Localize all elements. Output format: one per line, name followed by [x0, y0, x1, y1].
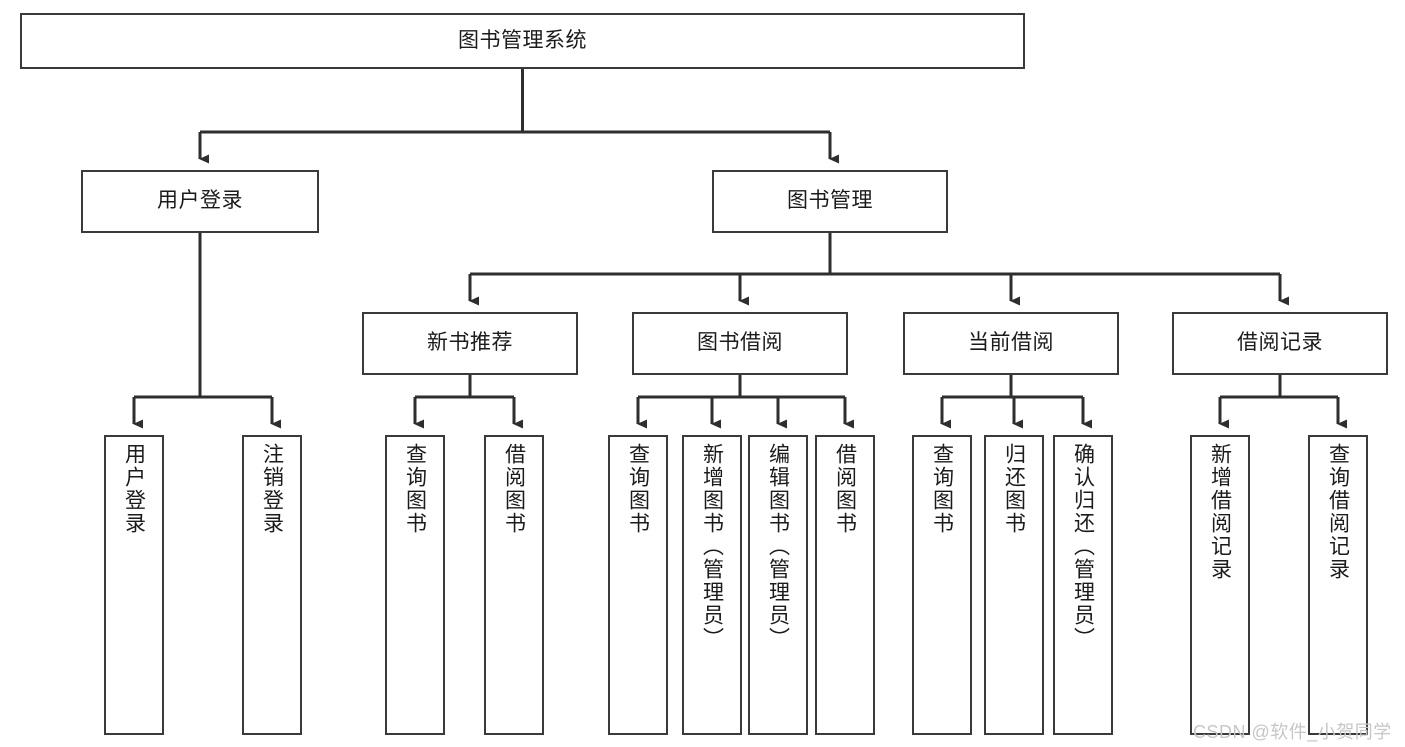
node-leaf-add-book[interactable]: 新增图书（管理员） [682, 435, 742, 735]
node-label: 当前借阅 [968, 331, 1054, 355]
node-leaf-query-record[interactable]: 查询借阅记录 [1308, 435, 1368, 735]
node-label: 新增图书（管理员） [700, 443, 724, 650]
node-label: 查询图书 [626, 443, 650, 535]
node-label: 新书推荐 [427, 331, 513, 355]
node-root-book-management-system[interactable]: 图书管理系统 [20, 13, 1025, 69]
node-leaf-add-record[interactable]: 新增借阅记录 [1190, 435, 1250, 735]
node-leaf-borrow-book-1[interactable]: 借阅图书 [484, 435, 544, 735]
node-leaf-return-book[interactable]: 归还图书 [984, 435, 1044, 735]
node-label: 借阅图书 [502, 443, 526, 535]
node-label: 归还图书 [1002, 443, 1026, 535]
node-leaf-query-book-1[interactable]: 查询图书 [385, 435, 445, 735]
node-label: 图书管理 [787, 189, 873, 213]
node-leaf-query-book-3[interactable]: 查询图书 [912, 435, 972, 735]
node-label: 图书管理系统 [458, 28, 587, 52]
node-book-borrow[interactable]: 图书借阅 [632, 312, 848, 375]
node-leaf-borrow-book-2[interactable]: 借阅图书 [815, 435, 875, 735]
node-label: 确认归还（管理员） [1071, 443, 1095, 650]
node-user-login[interactable]: 用户登录 [81, 170, 319, 233]
node-label: 用户登录 [157, 189, 243, 213]
node-current-borrow[interactable]: 当前借阅 [903, 312, 1119, 375]
node-label: 注销登录 [260, 443, 284, 535]
node-leaf-edit-book[interactable]: 编辑图书（管理员） [748, 435, 808, 735]
node-label: 用户登录 [122, 443, 146, 535]
node-leaf-query-book-2[interactable]: 查询图书 [608, 435, 668, 735]
node-label: 新增借阅记录 [1208, 443, 1232, 581]
node-label: 图书借阅 [697, 331, 783, 355]
node-label: 查询图书 [930, 443, 954, 535]
node-leaf-user-login[interactable]: 用户登录 [104, 435, 164, 735]
node-label: 借阅记录 [1237, 331, 1323, 355]
csdn-watermark: CSDN @软件_小贺同学 [1193, 722, 1392, 742]
node-book-manage[interactable]: 图书管理 [712, 170, 948, 233]
node-new-book-rec[interactable]: 新书推荐 [362, 312, 578, 375]
node-label: 编辑图书（管理员） [766, 443, 790, 650]
node-borrow-record[interactable]: 借阅记录 [1172, 312, 1388, 375]
node-leaf-logout[interactable]: 注销登录 [242, 435, 302, 735]
node-leaf-confirm-return[interactable]: 确认归还（管理员） [1053, 435, 1113, 735]
node-label: 查询图书 [403, 443, 427, 535]
node-label: 查询借阅记录 [1326, 443, 1350, 581]
node-label: 借阅图书 [833, 443, 857, 535]
